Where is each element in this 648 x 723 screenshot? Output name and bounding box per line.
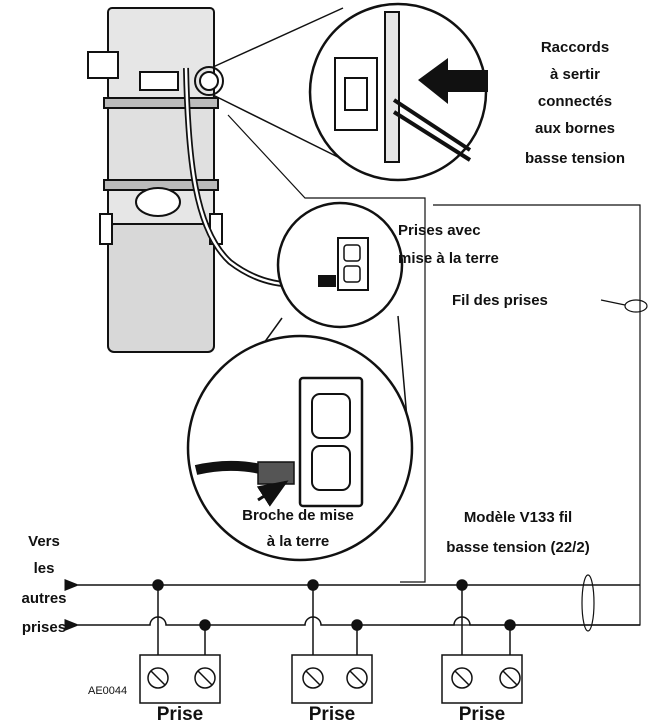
modele-line-1: Modèle V133 fil <box>464 509 572 526</box>
insertion-arrow-icon <box>418 58 488 104</box>
broche-label: Broche de mise à la terre <box>242 507 354 550</box>
modele-line-2: basse tension (22/2) <box>446 539 589 556</box>
prise-label-2: Prise <box>309 704 355 723</box>
low-voltage-wires <box>64 579 640 631</box>
broche-line-1: Broche de mise <box>242 507 354 524</box>
raccords-line-2: à sertir <box>550 66 600 83</box>
outlet-junctions <box>152 579 516 655</box>
vers-line-3: autres <box>21 590 66 607</box>
figure-code: AE0044 <box>88 685 127 697</box>
low-voltage-terminal <box>199 71 219 91</box>
fil-des-prises-label: Fil des prises <box>452 292 548 309</box>
central-vacuum-unit <box>87 7 223 353</box>
raccords-line-3: connectés <box>538 93 612 110</box>
terminal-callout <box>212 2 488 182</box>
raccords-line-1: Raccords <box>541 39 609 56</box>
vers-line-1: Vers <box>28 533 60 550</box>
raccords-label: Raccords à sertir connectés aux bornes b… <box>525 39 625 167</box>
outlet-box-2 <box>291 654 373 704</box>
vers-line-4: prises <box>22 619 66 636</box>
prises-avec-line-2: mise à la terre <box>398 250 499 267</box>
vers-line-2: les <box>34 560 55 577</box>
prise-labels: Prise Prise Prise <box>157 704 505 723</box>
receptacle-callout <box>276 201 404 329</box>
outlet-box-3 <box>441 654 523 704</box>
vers-label: Vers les autres prises <box>21 533 66 636</box>
prise-label-3: Prise <box>459 704 505 723</box>
raccords-line-5: basse tension <box>525 150 625 167</box>
ground-pin-arrow-icon <box>256 480 289 507</box>
prises-avec-line-1: Prises avec <box>398 222 481 239</box>
prise-label-1: Prise <box>157 704 203 723</box>
terminal-highlight-circle <box>194 66 224 96</box>
raccords-line-4: aux bornes <box>535 120 615 137</box>
modele-label: Modèle V133 fil basse tension (22/2) <box>446 509 589 556</box>
ground-pin-callout <box>186 315 414 562</box>
outlet-box-1 <box>139 654 221 704</box>
broche-line-2: à la terre <box>267 533 330 550</box>
